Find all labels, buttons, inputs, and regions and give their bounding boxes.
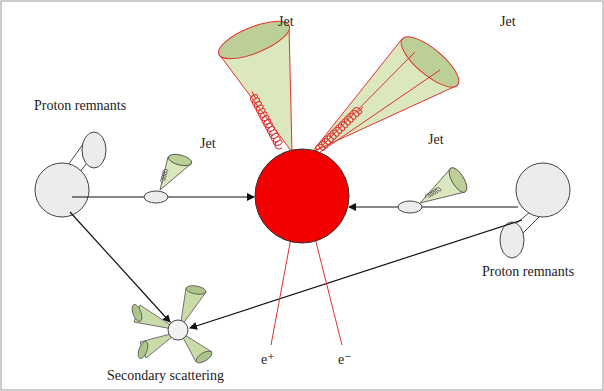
label-holder: Proton remnants bbox=[482, 262, 574, 280]
label-holder: Jet bbox=[500, 12, 516, 30]
remnant-label: Proton remnants bbox=[34, 98, 126, 113]
electron-label: e⁻ bbox=[338, 352, 352, 367]
label-holder: Jet bbox=[200, 134, 216, 152]
label-holder: Jet bbox=[278, 12, 294, 30]
label-holder: Secondary scattering bbox=[107, 366, 224, 384]
label-holder: e⁺ bbox=[261, 350, 275, 368]
label-holder: Jet bbox=[428, 130, 444, 148]
jet-label: Jet bbox=[500, 14, 516, 29]
remnant-label: Proton remnants bbox=[482, 264, 574, 279]
jet-label: Jet bbox=[278, 14, 294, 29]
jet-label: Jet bbox=[428, 132, 444, 147]
positron-label: e⁺ bbox=[261, 352, 275, 367]
label-holder: e⁻ bbox=[338, 350, 352, 368]
jet-label: Jet bbox=[200, 136, 216, 151]
scattering-label: Secondary scattering bbox=[107, 368, 224, 383]
label-holder: Proton remnants bbox=[34, 96, 126, 114]
